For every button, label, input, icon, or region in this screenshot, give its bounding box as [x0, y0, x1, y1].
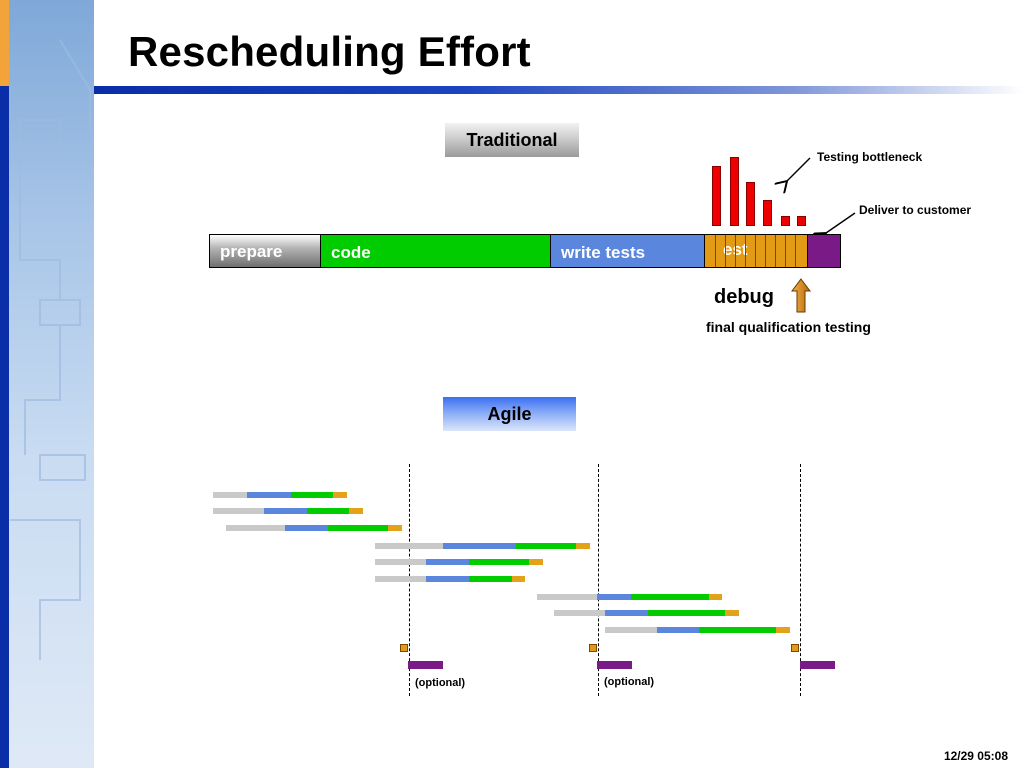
delivery-bar: [408, 661, 443, 669]
bottleneck-bar: [763, 200, 772, 226]
bottleneck-bar: [746, 182, 755, 226]
slide-title: Rescheduling Effort: [128, 28, 531, 75]
phase-prepare: prepare: [209, 234, 321, 268]
traditional-label: Traditional: [445, 123, 579, 157]
bottleneck-arrow: [787, 157, 811, 181]
debug-label: debug: [714, 286, 774, 308]
phase-code: code: [320, 234, 551, 268]
iteration-test-marker: [589, 644, 597, 652]
left-decoration-panel: [0, 0, 94, 768]
up-arrow-icon: [791, 278, 811, 313]
iteration-divider: [598, 464, 599, 696]
bottleneck-bar: [712, 166, 721, 226]
testing-bottleneck-label: Testing bottleneck: [817, 150, 923, 164]
iteration-test-marker: [400, 644, 408, 652]
phase-test: est: [704, 234, 808, 268]
deliver-to-customer-label: Deliver to customer: [859, 203, 972, 217]
left-orange-marker: [0, 0, 9, 86]
iteration-test-marker: [791, 644, 799, 652]
delivery-bar: [800, 661, 835, 669]
optional-label: (optional): [415, 677, 466, 689]
bottleneck-bar: [730, 157, 739, 226]
left-blue-strip: [0, 0, 9, 768]
slide-date: 12/29 05:08: [943, 749, 1008, 763]
iteration-divider: [800, 464, 801, 696]
delivery-bar: [597, 661, 632, 669]
phase-deliver: [807, 234, 841, 268]
deliver-arrow: [826, 212, 856, 233]
optional-label: (optional): [604, 676, 655, 688]
final-qualification-label: final qualification testing: [706, 319, 871, 335]
circuit-pattern-decoration: [10, 39, 91, 660]
bottleneck-bar: [781, 216, 790, 226]
annotation-arrows: [770, 157, 856, 245]
agile-label: Agile: [443, 397, 576, 431]
phase-write-tests: write tests: [550, 234, 705, 268]
title-underline: [94, 86, 1024, 94]
bottleneck-bar: [797, 216, 806, 226]
